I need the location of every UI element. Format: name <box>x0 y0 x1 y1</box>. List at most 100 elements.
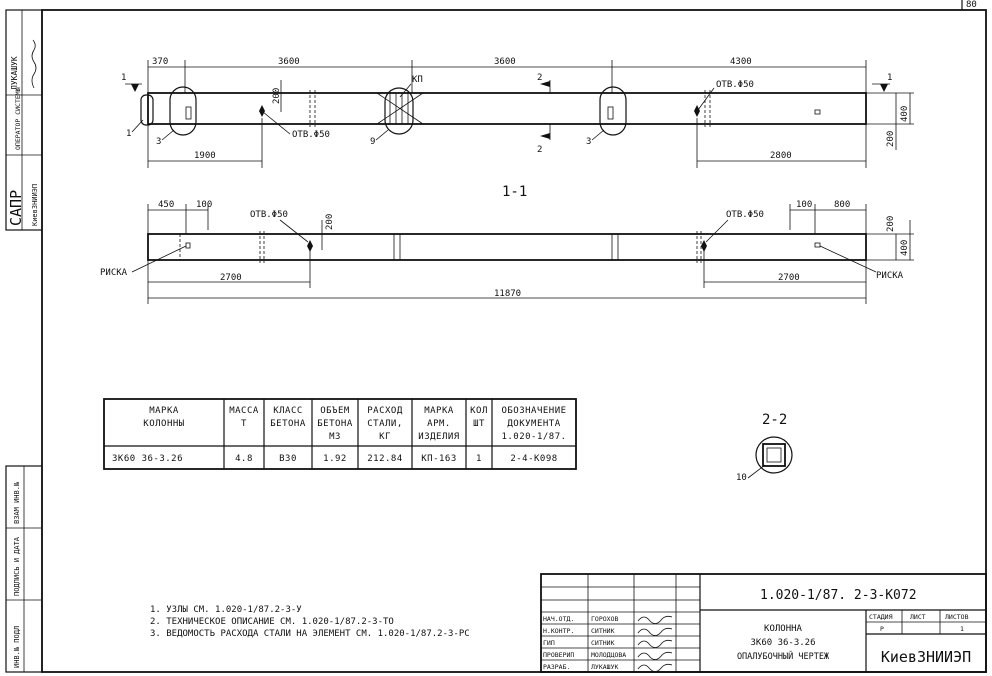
tb-stadia-value: Р <box>880 625 884 633</box>
plan-dim-200: 200 <box>272 88 282 104</box>
section-hole-left: ОТВ.Φ50 <box>250 210 288 220</box>
section-dim-100a: 100 <box>196 200 212 210</box>
plan-loop-left <box>169 86 197 136</box>
strip-vzam: ВЗАМ ИНВ.№ <box>13 481 21 524</box>
plan-mark-3a: 3 <box>156 137 161 147</box>
strip-podpis: ПОДПИСЬ И ДАТА <box>13 536 21 596</box>
th-marka-1: МАРКА <box>149 406 179 416</box>
tb-doc-code: 1.020-1/87. 2-3-К072 <box>760 588 917 603</box>
strip-inv-podl: ИНВ.№ ПОДЛ <box>13 626 21 668</box>
plan-hole-left: ОТВ.Φ50 <box>292 130 330 140</box>
outer-frame <box>41 9 987 673</box>
note-1: 1. УЗЛЫ СМ. 1.020-1/87.2-3-У <box>150 605 302 615</box>
section-dim-11870: 11870 <box>494 289 521 299</box>
th-massa-1: МАССА <box>229 406 259 416</box>
th-rashod-3: КГ <box>379 432 391 442</box>
td-doc: 2-4-К098 <box>510 454 557 464</box>
sheet-number: 80 <box>966 0 977 10</box>
tb-name-3: МОЛОДЦОВА <box>591 651 626 659</box>
tb-signature-1 <box>637 627 673 636</box>
section-2-2: 2-2 10 <box>736 412 793 483</box>
tb-name-0: ГОРОХОВ <box>591 615 618 623</box>
td-rashod: 212.84 <box>367 454 403 464</box>
th-rashod-2: СТАЛИ, <box>367 419 403 429</box>
plan-dim-1900: 1900 <box>194 151 216 161</box>
note-3: 3. ВЕДОМОСТЬ РАСХОДА СТАЛИ НА ЭЛЕМЕНТ СМ… <box>150 629 470 639</box>
th-obem-1: ОБЪЕМ <box>320 406 350 416</box>
th-doc-3: 1.020-1/87. <box>501 432 566 442</box>
stamp-signature-label: ЛУКАШУК <box>10 56 19 90</box>
plan-section-2-bottom: 2 <box>537 145 542 155</box>
plan-loop-right <box>599 86 627 136</box>
section-riska-right: РИСКА <box>876 271 904 281</box>
side-stamp: ЛУКАШУК ОПЕРАТОР СИСТЕМЫ САПР КиевЗНИИЭП <box>5 9 43 231</box>
plan-view: 370 3600 3600 4300 200 КП ОТВ.Φ50 ОТВ.Φ5… <box>121 57 914 168</box>
plan-dim-3600a: 3600 <box>278 57 300 67</box>
th-obem-2: БЕТОНА <box>317 419 353 429</box>
section-dim-200-right: 200 <box>886 216 896 232</box>
note-2: 2. ТЕХНИЧЕСКОЕ ОПИСАНИЕ СМ. 1.020-1/87.2… <box>150 617 394 627</box>
td-kol: 1 <box>476 454 482 464</box>
sheet-number-box: 80 <box>961 0 977 10</box>
section-dim-400-right: 400 <box>900 240 910 256</box>
th-arm-1: МАРКА <box>424 406 454 416</box>
tb-role-4: РАЗРАБ. <box>543 663 570 671</box>
th-doc-2: ДОКУМЕНТА <box>507 419 560 429</box>
section-2-2-title: 2-2 <box>762 412 787 428</box>
section-dim-100b: 100 <box>796 200 812 210</box>
td-arm: КП-163 <box>421 454 457 464</box>
tb-element-3: ОПАЛУБОЧНЫЙ ЧЕРТЕЖ <box>737 650 830 662</box>
section-1-1: 1-1 450 100 100 800 ОТВ.Φ50 200 ОТВ.Φ <box>100 184 914 304</box>
title-block: 1.020-1/87. 2-3-К072 НАЧ.ОТД. Н.КОНТР. Г… <box>540 573 987 673</box>
td-obem: 1.92 <box>323 454 347 464</box>
td-klass: В30 <box>279 454 297 464</box>
plan-dim-3600b: 3600 <box>494 57 516 67</box>
tb-signature-2 <box>637 639 673 648</box>
th-rashod-1: РАСХОД <box>367 406 403 416</box>
tb-signature-0 <box>637 615 673 624</box>
section-dim-200: 200 <box>325 214 335 230</box>
plan-mark-9: 9 <box>370 137 375 147</box>
th-massa-2: Т <box>241 419 247 429</box>
plan-dim-2800: 2800 <box>770 151 792 161</box>
plan-dim-200-right: 200 <box>886 131 896 147</box>
tb-role-2: ГИП <box>543 639 555 647</box>
plan-dim-400: 400 <box>900 106 910 122</box>
td-massa: 4.8 <box>235 454 253 464</box>
plan-dim-370: 370 <box>152 57 168 67</box>
th-arm-3: ИЗДЕЛИЯ <box>418 432 459 442</box>
stamp-operator: ОПЕРАТОР СИСТЕМЫ <box>14 87 22 150</box>
th-kol-2: ШТ <box>473 419 485 429</box>
tb-role-0: НАЧ.ОТД. <box>543 615 574 623</box>
th-marka-2: КОЛОННЫ <box>143 419 184 429</box>
left-strip: ВЗАМ ИНВ.№ ПОДПИСЬ И ДАТА ИНВ.№ ПОДЛ <box>5 465 43 673</box>
plan-column-body <box>147 92 867 125</box>
plan-dim-4300: 4300 <box>730 57 752 67</box>
section-2-2-mark-10: 10 <box>736 473 747 483</box>
plan-mark-3b: 3 <box>586 137 591 147</box>
th-doc-1: ОБОЗНАЧЕНИЕ <box>501 406 566 416</box>
section-2-2-circle <box>755 436 793 474</box>
th-klass-2: БЕТОНА <box>270 419 306 429</box>
tb-name-4: ЛУКАШУК <box>591 663 618 671</box>
tb-listov-value: 1 <box>960 625 964 633</box>
stamp-sapr: САПР <box>7 190 25 226</box>
stamp-signature <box>31 39 37 89</box>
section-dim-2700a: 2700 <box>220 273 242 283</box>
tb-stadia-label: СТАДИЯ <box>869 613 893 621</box>
plan-section-2-top: 2 <box>537 73 542 83</box>
notes: 1. УЗЛЫ СМ. 1.020-1/87.2-3-У 2. ТЕХНИЧЕС… <box>150 605 470 639</box>
plan-hole-right: ОТВ.Φ50 <box>716 80 754 90</box>
tb-signature-4 <box>637 663 673 672</box>
spec-table: МАРКА КОЛОННЫ МАССА Т КЛАСС БЕТОНА ОБЪЕМ… <box>103 398 577 470</box>
plan-mark-1: 1 <box>126 129 131 139</box>
plan-section-1-right: 1 <box>887 73 892 83</box>
section-dim-450: 450 <box>158 200 174 210</box>
section-riska-left: РИСКА <box>100 268 128 278</box>
tb-list-label: ЛИСТ <box>910 613 926 621</box>
tb-institute: КиевЗНИИЭП <box>881 648 971 666</box>
tb-element-1: КОЛОННА <box>764 624 803 634</box>
section-dim-2700b: 2700 <box>778 273 800 283</box>
section-hole-right: ОТВ.Φ50 <box>726 210 764 220</box>
